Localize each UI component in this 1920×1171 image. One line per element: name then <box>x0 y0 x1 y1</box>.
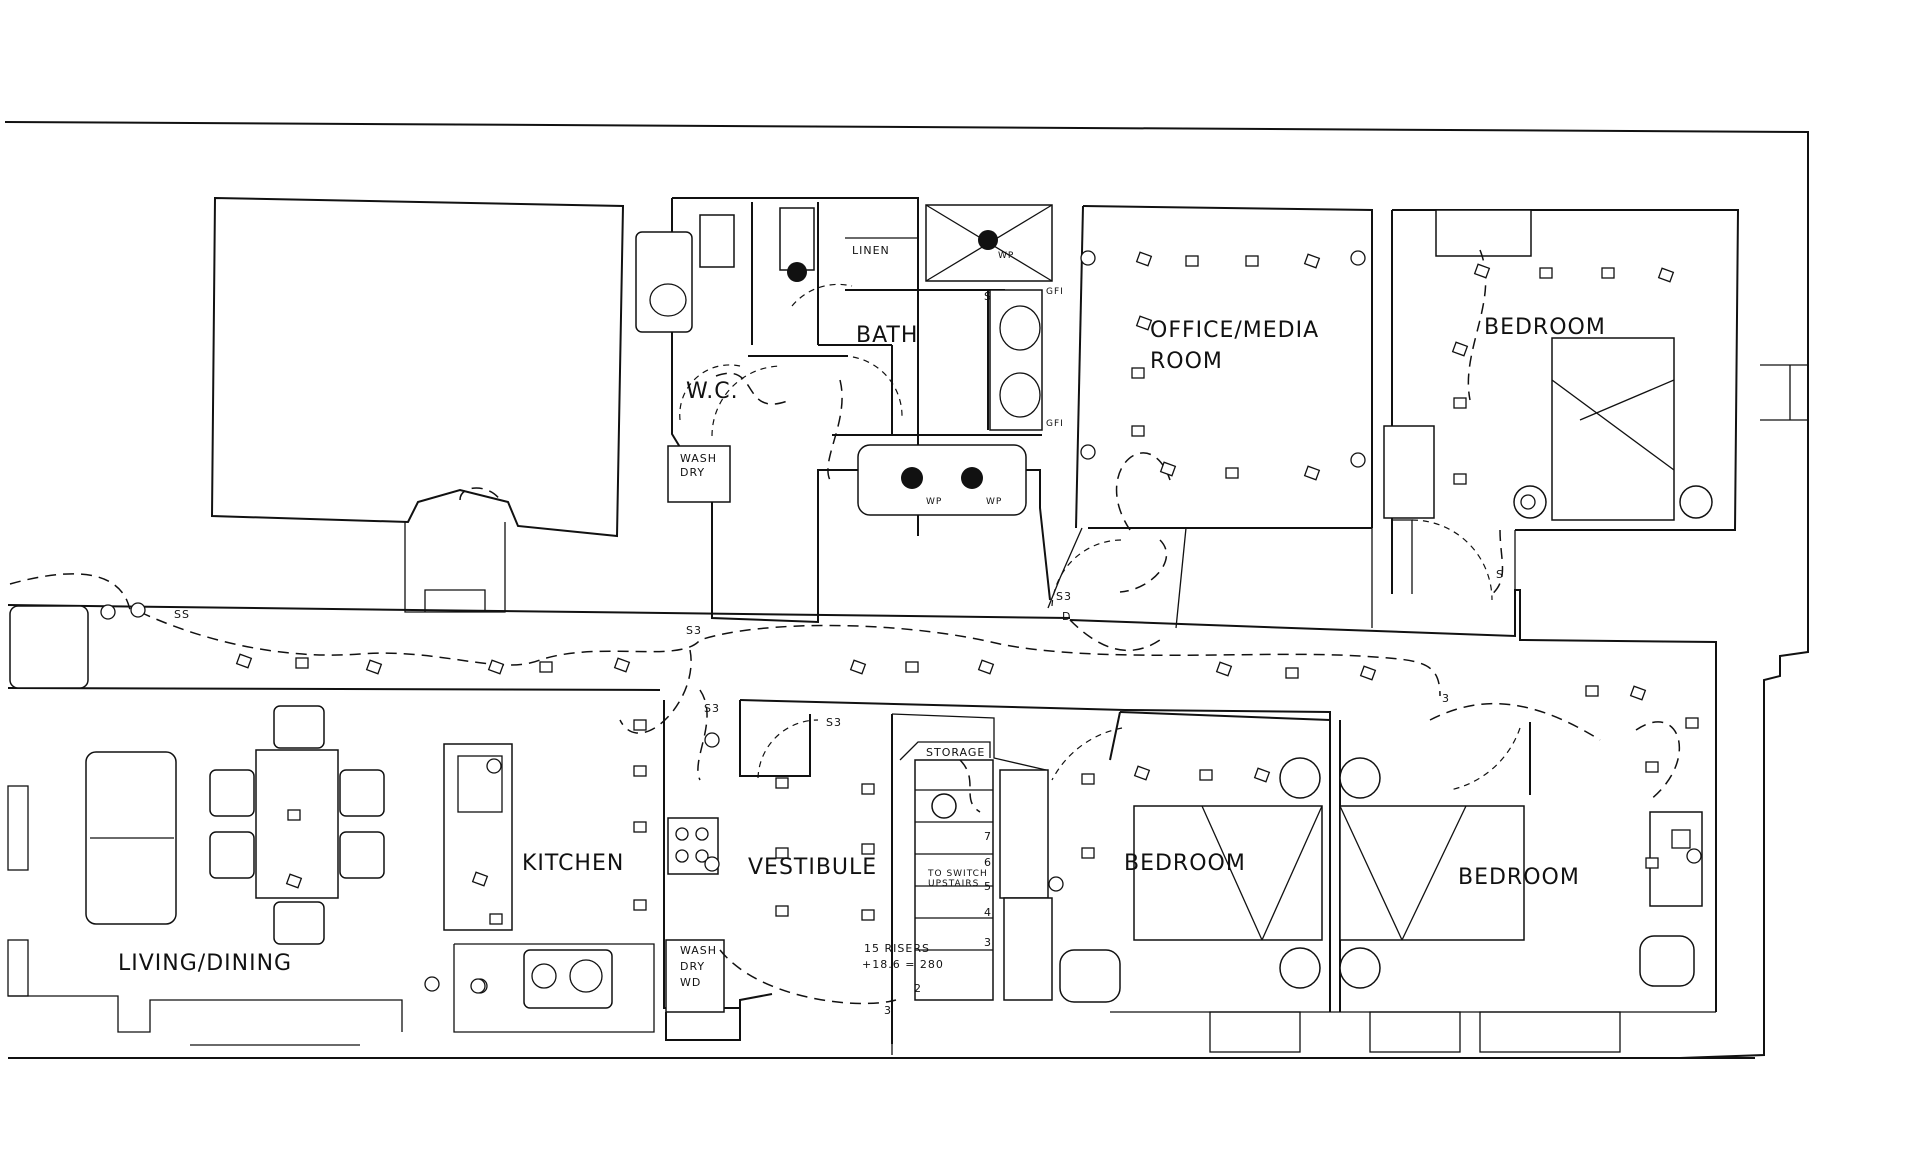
bedroom-southcentral <box>1051 711 1716 1053</box>
stair-step-7: 7 <box>984 830 992 843</box>
stair-bottom: 3 <box>884 1004 892 1017</box>
linen-label: LINEN <box>852 244 890 257</box>
wp-shower: WP <box>998 251 1014 261</box>
bath-suite <box>635 197 1053 624</box>
armchair-bedroom-sc <box>1059 949 1121 1003</box>
ss-corridor: SS <box>174 608 190 621</box>
wc-sink <box>635 231 693 333</box>
d-office: D <box>1062 610 1071 623</box>
vestibule-label: VESTIBULE <box>748 855 877 880</box>
office-label-line1: OFFICE/MEDIA <box>1150 318 1319 343</box>
office-room <box>1047 205 1373 629</box>
storage-label: STORAGE <box>926 746 985 759</box>
wc-label: W.C. <box>686 379 739 404</box>
wp-tub-2: WP <box>986 497 1002 507</box>
kitchen-sink <box>523 949 613 1009</box>
gfi-bottom: GFI <box>1046 419 1064 429</box>
armchair-corridor <box>9 605 89 689</box>
bedroom-se-label: BEDROOM <box>1458 865 1580 890</box>
labels: OFFICE/MEDIA ROOM BEDROOM BATH W.C. LINE… <box>118 244 1606 1017</box>
stair-switch-note-line2: UPSTAIRS <box>928 879 979 889</box>
double-vanity <box>989 289 1043 431</box>
s3-kitchen: S3 <box>704 702 720 715</box>
bedroom-sc-label: BEDROOM <box>1124 851 1246 876</box>
s-office: S3 <box>1056 590 1072 603</box>
living-dining <box>7 605 403 1046</box>
outlets <box>100 250 1702 994</box>
kitchen-island <box>443 743 513 931</box>
bath-label: BATH <box>856 323 918 348</box>
vestibule <box>665 700 1053 1055</box>
washdry-south-line3: WD <box>680 976 701 989</box>
bedroom-northeast <box>1383 209 1740 601</box>
dresser <box>1435 209 1532 257</box>
stair-step-5: 5 <box>984 880 992 893</box>
light-fixtures <box>235 251 1699 925</box>
s3-corridor: S3 <box>686 624 702 637</box>
toilet-wc <box>699 214 735 268</box>
bedroom-ne-label: BEDROOM <box>1484 315 1606 340</box>
toilet-bath <box>779 207 815 271</box>
outer-walls <box>4 121 1809 1059</box>
stair-step-3: 3 <box>984 936 992 949</box>
office-label-line2: ROOM <box>1150 349 1223 374</box>
risers-note-line2: +18.6 = 280 <box>862 958 944 971</box>
living-label: LIVING/DINING <box>118 951 292 976</box>
stair-step-4: 4 <box>984 906 992 919</box>
washdry-north-line1: WASH <box>680 452 717 465</box>
washdry-south-line1: WASH <box>680 944 717 957</box>
bed-southcentral <box>1133 805 1323 941</box>
s3-vestibule: S3 <box>826 716 842 729</box>
corridor-walls <box>7 589 1717 1012</box>
wp-tub-1: WP <box>926 497 942 507</box>
risers-note-line1: 15 RISERS <box>864 942 930 955</box>
bay-window <box>404 522 506 613</box>
bedroom-southeast <box>1339 727 1703 989</box>
washdry-north-line2: DRY <box>680 466 705 479</box>
gfi-top: GFI <box>1046 287 1064 297</box>
kitchen-label: KITCHEN <box>522 851 624 876</box>
dining-table <box>255 749 339 899</box>
washer-dryer-north <box>667 445 731 503</box>
washer-dryer-south <box>665 939 725 1013</box>
stair-switch-note-line1: TO SWITCH <box>927 869 988 879</box>
stair-step-6: 6 <box>984 856 992 869</box>
closet <box>1383 425 1435 519</box>
bed-northeast <box>1551 337 1675 521</box>
stair-step-2: 2 <box>914 982 922 995</box>
s-bath: S <box>984 290 992 303</box>
s3-bedroom: 3 <box>1442 692 1450 705</box>
switch-runs <box>9 249 1681 1005</box>
bathtub <box>857 444 1027 516</box>
washdry-south-line2: DRY <box>680 960 705 973</box>
s-bedroom-ne: S <box>1496 568 1504 581</box>
storage-block-north <box>210 196 625 538</box>
armchair-bedroom-se <box>1639 935 1695 987</box>
